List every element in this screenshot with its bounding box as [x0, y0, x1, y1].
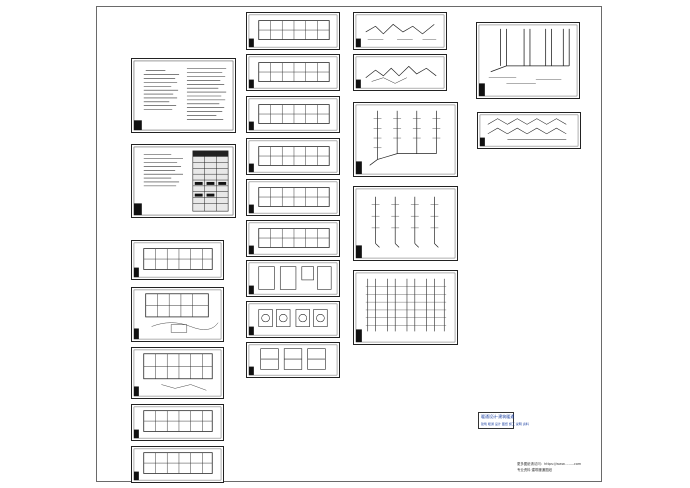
sheet-system-plan-small[interactable]	[477, 112, 581, 149]
sheet-detail-rooms-3-art	[248, 344, 338, 376]
sheet-detail-rooms-2[interactable]	[246, 301, 340, 338]
sheet-floor-plan-e-art	[133, 448, 222, 481]
sheet-plan-level-6-art	[248, 222, 338, 255]
sheet-design-notes-1-art	[133, 60, 234, 131]
sheet-plan-level-5[interactable]	[246, 179, 340, 216]
sheet-plan-level-4-art	[248, 140, 338, 173]
sheet-site-plan-b[interactable]	[131, 287, 224, 342]
sheet-system-plan-small-art	[479, 114, 579, 147]
sheet-design-notes-1[interactable]	[131, 58, 236, 133]
footnote-line-2: 专业资料·建筑暖通图纸	[517, 468, 552, 472]
sheet-system-riser-overview[interactable]	[476, 22, 580, 99]
footnote-line-1: 更多图纸请访问：https://www.........com	[517, 462, 582, 466]
sheet-riser-diagram-1[interactable]	[353, 102, 458, 177]
sheet-design-notes-2-art	[133, 146, 234, 216]
sheet-floor-plan-e[interactable]	[131, 446, 224, 483]
sheet-plan-level-1[interactable]	[246, 12, 340, 50]
sheet-floor-plan-d[interactable]	[131, 404, 224, 441]
sheet-site-plan-c-art	[133, 349, 222, 397]
sheet-system-diagram-1-art	[355, 14, 445, 48]
sheet-plan-level-3-art	[248, 98, 338, 131]
sheet-design-notes-2[interactable]	[131, 144, 236, 218]
sheet-riser-diagram-2[interactable]	[353, 186, 458, 261]
sheet-plan-level-5-art	[248, 181, 338, 214]
sheet-detail-rooms-1-art	[248, 262, 338, 295]
sheet-detail-rooms-3[interactable]	[246, 342, 340, 378]
sheet-plan-level-6[interactable]	[246, 220, 340, 257]
sheet-plan-level-2-art	[248, 56, 338, 89]
sheet-floor-plan-a-art	[133, 242, 222, 278]
sheet-floor-plan-a[interactable]	[131, 240, 224, 280]
sheet-system-diagram-1[interactable]	[353, 12, 447, 50]
sheet-system-riser-overview-art	[478, 24, 578, 97]
sheet-detail-rooms-2-art	[248, 303, 338, 336]
title-stamp-line-1: 暖通设计·建筑暖通	[481, 414, 515, 419]
sheet-plan-level-4[interactable]	[246, 138, 340, 175]
title-stamp: 暖通设计·建筑暖通 建筑 暖通 设计 图纸 施工 说明 资料	[478, 412, 529, 429]
sheet-plan-level-3[interactable]	[246, 96, 340, 133]
sheet-site-plan-c[interactable]	[131, 347, 224, 399]
sheet-system-diagram-2-art	[355, 56, 445, 89]
drawing-border-frame	[96, 6, 602, 482]
title-stamp-line-2: 建筑 暖通 设计 图纸 施工 说明 资料	[481, 422, 529, 426]
sheet-riser-diagram-2-art	[355, 188, 456, 259]
sheet-riser-diagram-1-art	[355, 104, 456, 175]
sheet-floor-plan-d-art	[133, 406, 222, 439]
sheet-riser-diagram-3[interactable]	[353, 270, 458, 345]
sheet-site-plan-b-art	[133, 289, 222, 340]
sheet-riser-diagram-3-art	[355, 272, 456, 343]
sheet-detail-rooms-1[interactable]	[246, 260, 340, 297]
sheet-plan-level-1-art	[248, 14, 338, 48]
sheet-plan-level-2[interactable]	[246, 54, 340, 91]
sheet-system-diagram-2[interactable]	[353, 54, 447, 91]
